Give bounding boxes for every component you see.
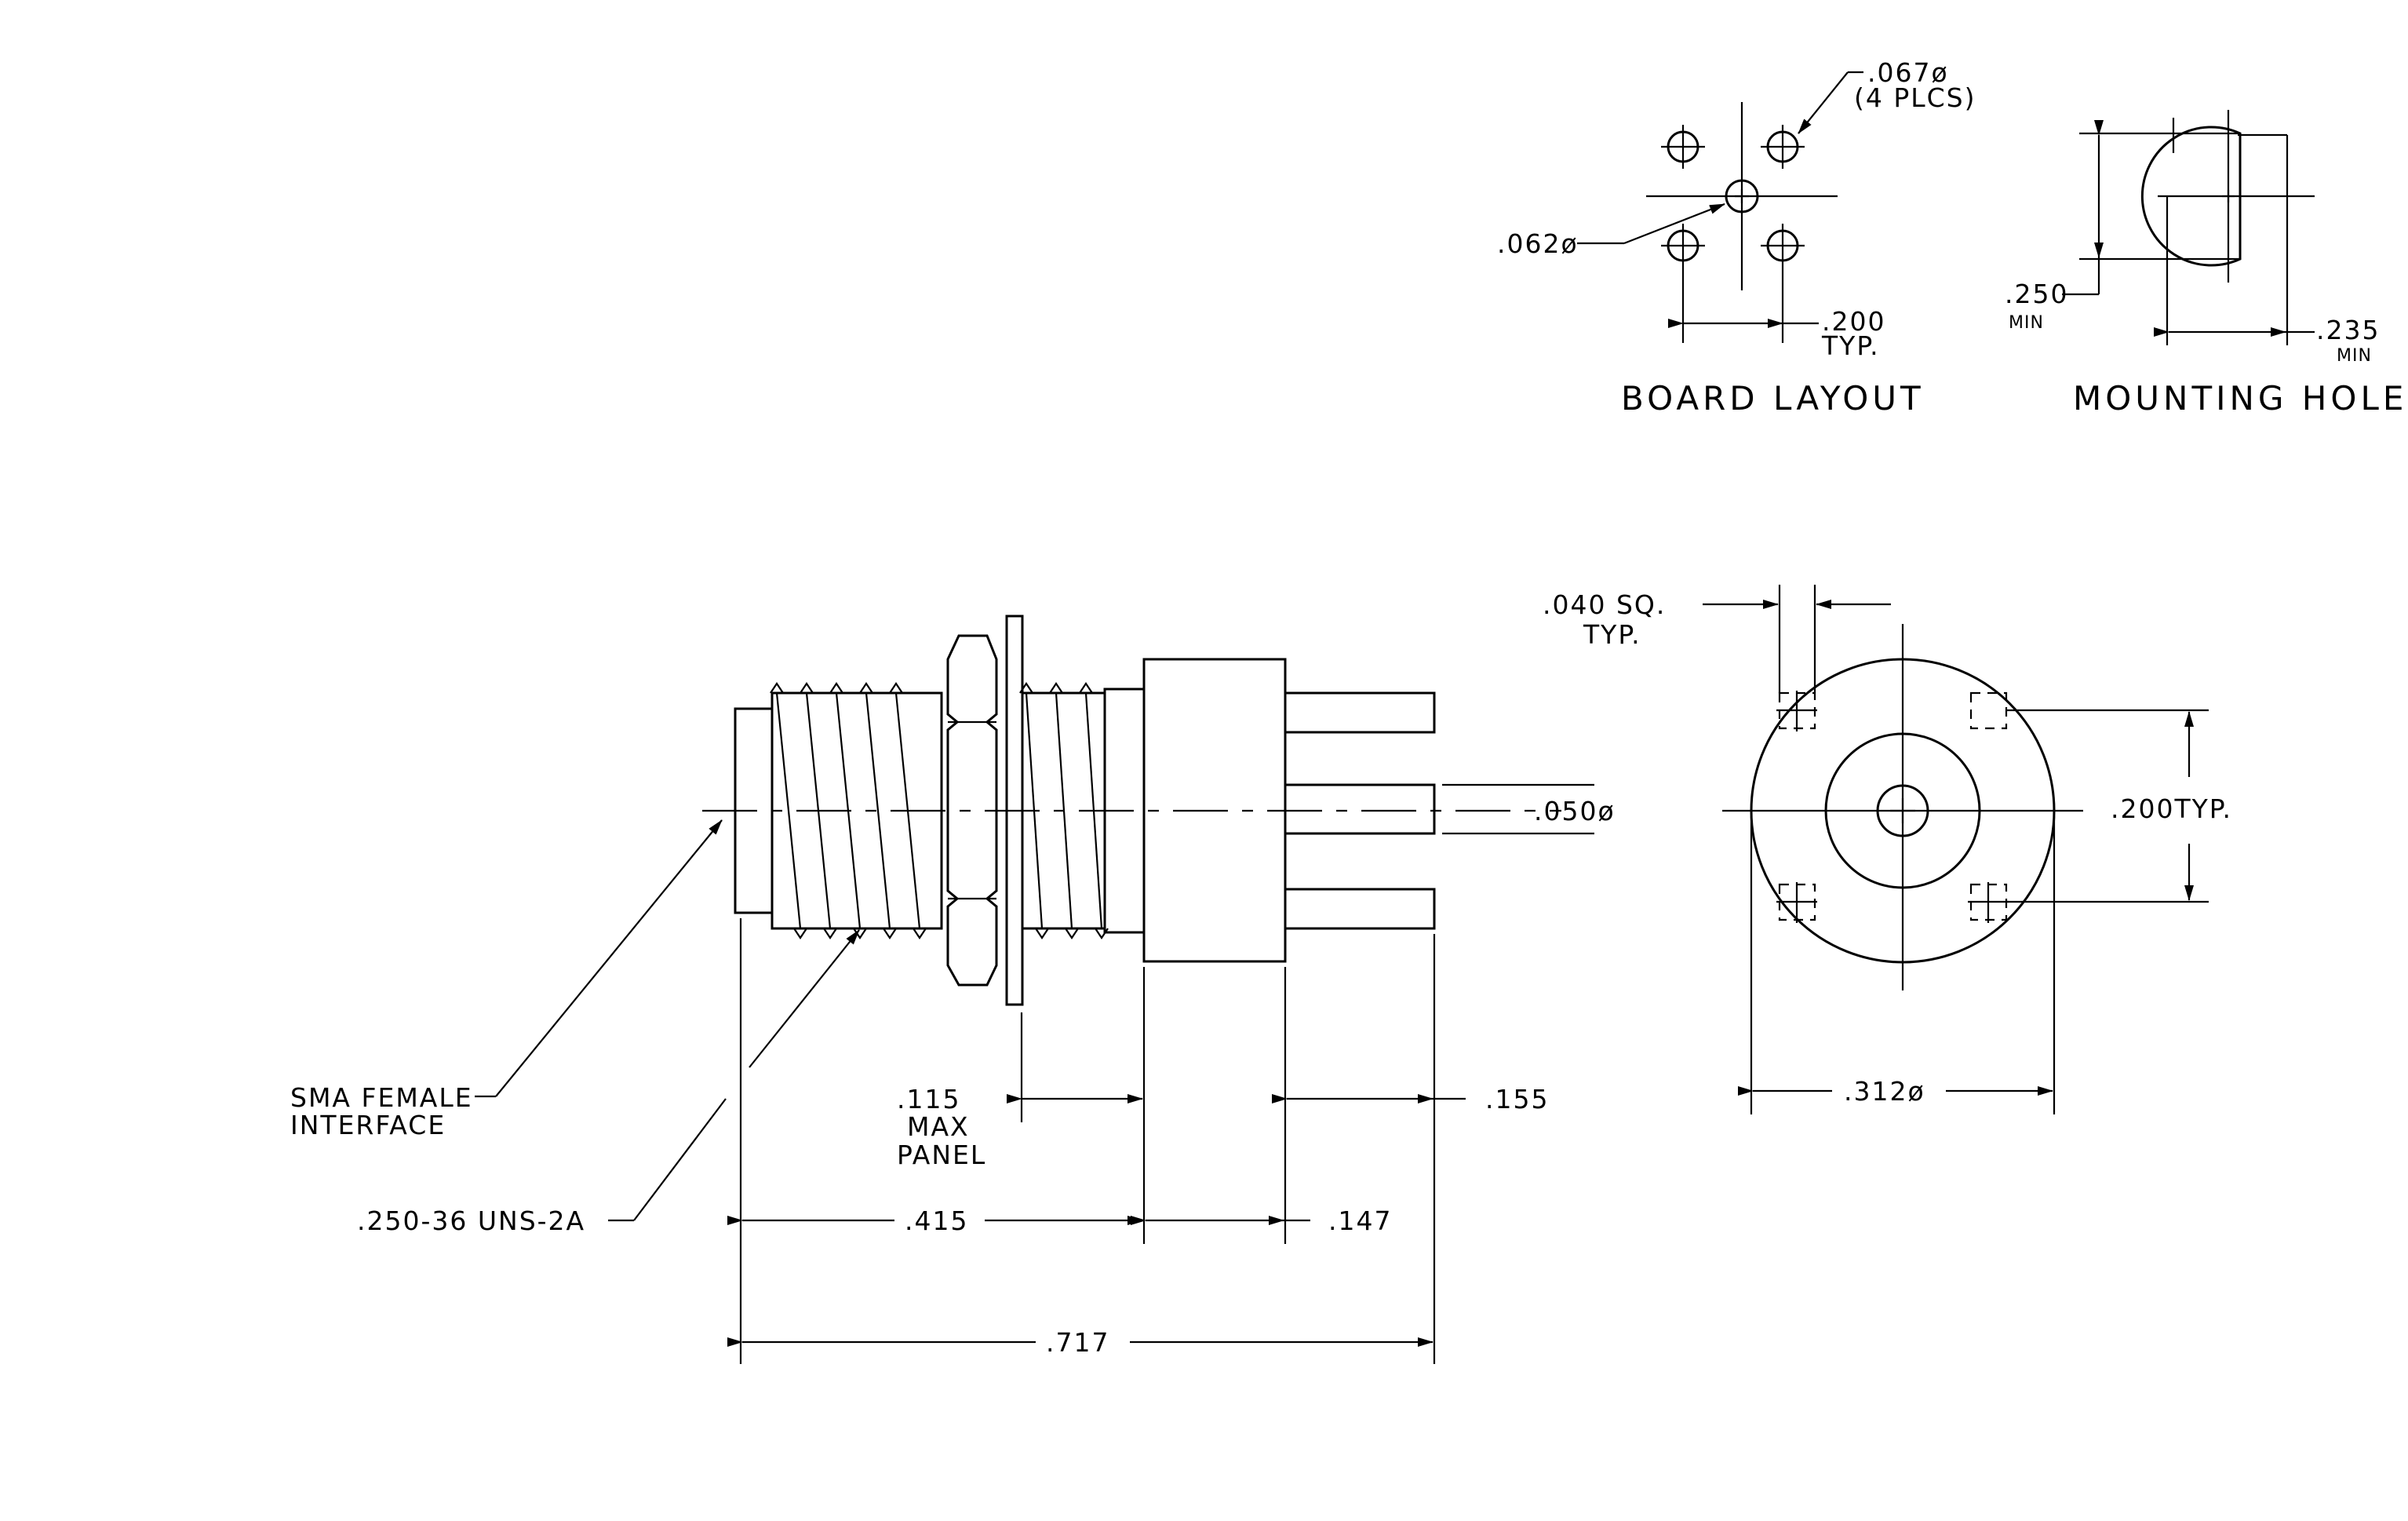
- thread-line: [865, 692, 891, 929]
- pin-top: [1284, 691, 1436, 734]
- thread-crest: [770, 682, 784, 694]
- thread-crest: [793, 928, 807, 939]
- interface-label-line2: INTERFACE: [290, 1110, 446, 1140]
- pin-bottom: [1284, 888, 1436, 930]
- pin-spacing-label: .200TYP.: [2111, 793, 2232, 824]
- board-layout-title: BOARD LAYOUT: [1621, 379, 1925, 418]
- flat-dim-label: .250: [2005, 279, 2068, 309]
- square-pin: [1968, 882, 2009, 923]
- body-length-label: .415: [905, 1205, 968, 1236]
- rear-thread-lines: [1019, 682, 1109, 939]
- mounting-hole-title: MOUNTING HOLE: [2073, 379, 2407, 418]
- flat-note-label: MIN: [2009, 313, 2044, 333]
- spacing-label: .200: [1822, 306, 1885, 337]
- board-layout-view: .067ø (4 PLCS) .062ø .200 TYP. BOARD LAY…: [1497, 57, 1976, 418]
- thread-crest: [913, 928, 927, 939]
- thread-crest: [1049, 682, 1063, 694]
- pin-size-note: TYP.: [1583, 619, 1641, 650]
- center-contact: [1876, 784, 1929, 837]
- interface-label-line1: SMA FEMALE: [290, 1082, 473, 1113]
- thread-crest: [1079, 682, 1093, 694]
- threaded-barrel: [770, 691, 943, 930]
- hole-dia-label: .067ø: [1867, 57, 1949, 88]
- spacing-note-label: TYP.: [1821, 330, 1880, 361]
- thread-line: [835, 692, 862, 929]
- width-dim-label: .235: [2316, 315, 2380, 345]
- thread-crest: [859, 682, 873, 694]
- thread-crest: [1019, 682, 1033, 694]
- center-hole: [1725, 179, 1759, 213]
- mounting-hole-view: .250 MIN .235 MIN MOUNTING HOLE: [2005, 110, 2407, 418]
- pin-center: [1284, 783, 1436, 835]
- flange-dia-label: .312ø: [1844, 1076, 1925, 1107]
- hex-nut: [946, 634, 998, 987]
- pin-size-label: .040 SQ.: [1543, 589, 1666, 620]
- panel-note-panel: PANEL: [897, 1140, 986, 1170]
- square-pin: [1776, 691, 1817, 731]
- square-pin: [1776, 882, 1817, 923]
- thread-line: [1025, 692, 1044, 929]
- width-note-label: MIN: [2337, 346, 2372, 366]
- thread-crest: [829, 682, 843, 694]
- panel-note-max: MAX: [907, 1111, 970, 1142]
- thread-line: [775, 692, 802, 929]
- thread-crest: [889, 682, 903, 694]
- thread-line: [1084, 692, 1103, 929]
- board-hole: [1761, 125, 1805, 169]
- pin-length-label: .155: [1485, 1084, 1549, 1114]
- board-hole: [1761, 224, 1805, 343]
- d-hole-outline: [2140, 126, 2242, 267]
- side-view: .050ø .115 MAX PANEL .155 .415 .147 .717…: [290, 615, 1616, 1364]
- barrel-threads: [770, 682, 927, 939]
- pin-dia-label: .050ø: [1534, 796, 1616, 826]
- board-hole: [1661, 224, 1705, 343]
- thread-crest: [883, 928, 897, 939]
- panel-dim-label: .115: [897, 1084, 960, 1114]
- dielectric-ring: [1824, 732, 1981, 889]
- thread-crest: [1035, 928, 1049, 939]
- board-hole: [1661, 125, 1705, 169]
- center-dia-label: .062ø: [1497, 228, 1579, 259]
- thread-label: .250-36 UNS-2A: [357, 1205, 585, 1236]
- thread-crest: [823, 928, 837, 939]
- thread-line: [894, 692, 921, 929]
- end-view: .040 SQ. TYP. .200TYP. .312ø: [1543, 585, 2232, 1114]
- flange-outline: [1750, 658, 2056, 964]
- housing-length-label: .147: [1328, 1205, 1392, 1236]
- hole-count-label: (4 PLCS): [1854, 82, 1976, 113]
- thread-line: [1055, 692, 1073, 929]
- square-pin: [1969, 691, 2008, 730]
- thread-crest: [800, 682, 814, 694]
- thread-line: [805, 692, 832, 929]
- overall-length-label: .717: [1046, 1327, 1109, 1358]
- thread-crest: [1065, 928, 1079, 939]
